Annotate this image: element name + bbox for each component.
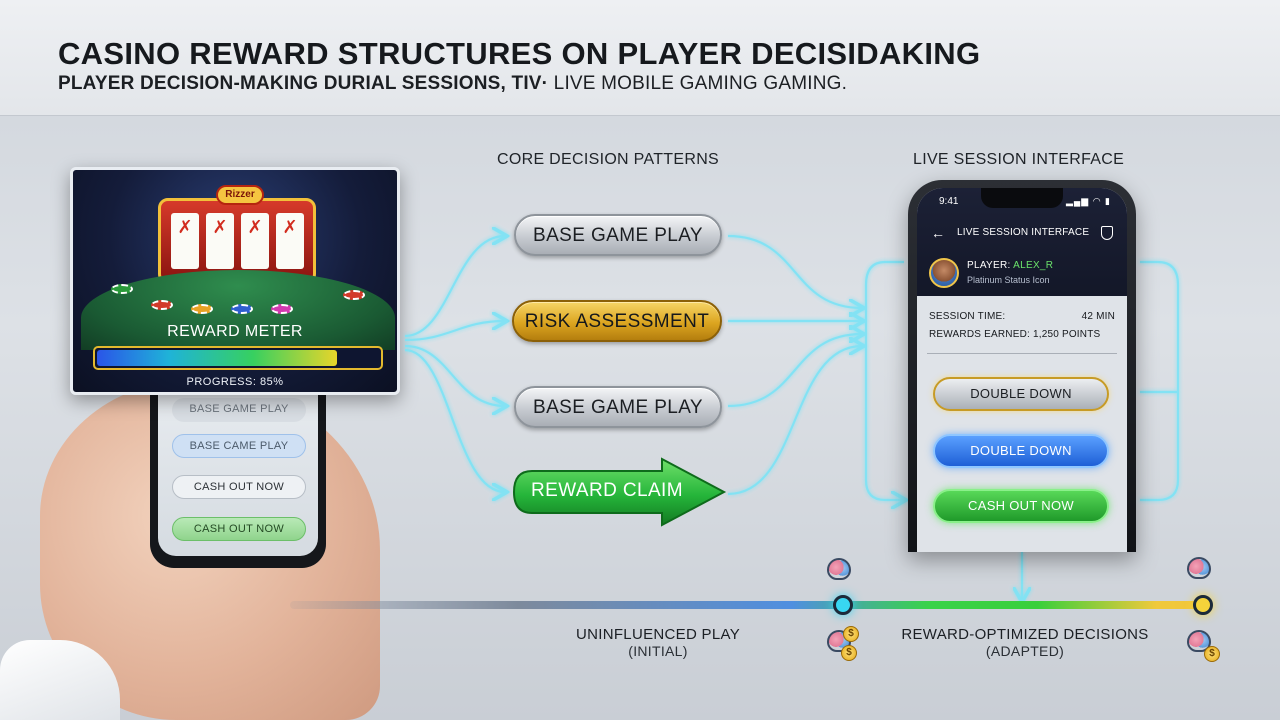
slot-machine: Rizzer ✗ ✗ ✗ ✗: [158, 185, 316, 284]
session-time-value: 42 MIN: [1081, 311, 1115, 322]
session-time-row: SESSION TIME: 42 MIN: [929, 311, 1115, 322]
connector-path: [404, 348, 505, 492]
page-subtitle: PLAYER DECISION-MAKING DURIAL SESSIONS, …: [58, 73, 847, 95]
phone-header-panel: 9:41 ▂▄▆ ◠ ▮ ← LIVE SESSION INTERFACE PL…: [917, 188, 1127, 296]
app-bar: ← LIVE SESSION INTERFACE: [917, 218, 1127, 248]
live-session-screen: 9:41 ▂▄▆ ◠ ▮ ← LIVE SESSION INTERFACE PL…: [917, 188, 1127, 552]
coin-icon: $: [1204, 646, 1220, 662]
hp-base-game-button-2[interactable]: BASE CAME PLAY: [172, 434, 306, 458]
shield-icon[interactable]: [1101, 226, 1113, 240]
casino-chip: [151, 300, 173, 310]
double-down-button-blue[interactable]: DOUBLE DOWN: [933, 434, 1109, 468]
connector-path: [727, 234, 862, 308]
hp-cash-out-button[interactable]: CASH OUT NOW: [172, 475, 306, 499]
timeline-right-label: REWARD-OPTIMIZED DECISIONS (ADAPTED): [880, 626, 1170, 659]
status-icons: ▂▄▆ ◠ ▮: [1065, 196, 1111, 206]
casino-chip: [191, 304, 213, 314]
timeline-node-adapted: [1193, 595, 1213, 615]
cash-out-button[interactable]: CASH OUT NOW: [933, 489, 1109, 523]
live-session-heading: LIVE SESSION INTERFACE: [913, 151, 1125, 168]
decision-base-game-play-2[interactable]: BASE GAME PLAY: [514, 386, 722, 428]
page-title: CASINO REWARD STRUCTURES ON PLAYER DECIS…: [58, 36, 981, 71]
decision-timeline: [290, 601, 1202, 609]
initial-label: (INITIAL): [628, 643, 688, 659]
progress-label: PROGRESS: 85%: [186, 376, 284, 388]
player-alias: ALEX_R: [1013, 260, 1054, 271]
hp-cash-out-button-2[interactable]: CASH OUT NOW: [172, 517, 306, 541]
brain-icon: [1187, 630, 1211, 652]
connector-path: [727, 334, 862, 408]
slot-reel: ✗: [276, 213, 304, 269]
stats-divider: [927, 353, 1117, 354]
rewards-earned-row: REWARDS EARNED: 1,250 POINTS: [929, 329, 1115, 340]
connector-path: [727, 346, 862, 496]
slot-logo: Rizzer: [216, 185, 264, 205]
subtitle-main: PLAYER DECISION-MAKING DURIAL SESSIONS, …: [58, 73, 549, 94]
casino-chip: [231, 304, 253, 314]
coin-icon: $: [841, 645, 857, 661]
subtitle-tail: LIVE MOBILE GAMING GAMING.: [548, 73, 848, 94]
reward-meter-fill: [97, 350, 337, 366]
slot-reel: ✗: [171, 213, 199, 269]
uninfluenced-play-label: UNINFLUENCED PLAY: [575, 626, 741, 643]
handheld-phone-screen: BASE GAME PLAY BASE CAME PLAY CASH OUT N…: [158, 388, 318, 556]
casino-chip: [271, 304, 293, 314]
app-bar-title: LIVE SESSION INTERFACE: [957, 227, 1090, 238]
back-arrow-icon[interactable]: ←: [931, 225, 946, 241]
decision-reward-claim: REWARD CLAIM: [531, 480, 683, 501]
hp-base-game-button[interactable]: BASE GAME PLAY: [172, 398, 306, 422]
connector-path: [404, 236, 505, 338]
status-time: 9:41: [939, 196, 959, 207]
player-label: PLAYER:: [967, 260, 1014, 271]
slot-reel: ✗: [206, 213, 234, 269]
header-banner: CASINO REWARD STRUCTURES ON PLAYER DECIS…: [0, 0, 1280, 116]
casino-chip: [343, 290, 365, 300]
timeline-node-initial: [833, 595, 853, 615]
avatar[interactable]: [929, 258, 959, 288]
reward-claim-arrow[interactable]: [512, 457, 727, 527]
reward-meter-title: REWARD METER: [167, 323, 303, 340]
session-time-label: SESSION TIME:: [929, 311, 1006, 322]
decisions-heading: CORE DECISION PATTERNS: [497, 151, 720, 168]
adapted-label: (ADAPTED): [985, 643, 1065, 659]
casino-chip: [111, 284, 133, 294]
reward-meter: [93, 346, 383, 370]
connector-path: [1140, 260, 1180, 502]
player-status: Platinum Status Icon: [967, 275, 1050, 285]
brain-icon: [1187, 557, 1211, 579]
decision-base-game-play[interactable]: BASE GAME PLAY: [514, 214, 722, 256]
timeline-left-label: UNINFLUENCED PLAY (INITIAL): [548, 626, 768, 659]
phone-notch: [981, 188, 1063, 208]
double-down-button[interactable]: DOUBLE DOWN: [933, 377, 1109, 411]
rewards-earned-label: REWARDS EARNED: 1,250 POINTS: [929, 329, 1101, 340]
live-session-phone: 9:41 ▂▄▆ ◠ ▮ ← LIVE SESSION INTERFACE PL…: [908, 180, 1136, 552]
coin-icon: $: [843, 626, 859, 642]
brain-icon: [827, 558, 851, 580]
slot-reel: ✗: [241, 213, 269, 269]
casino-reward-card: Rizzer ✗ ✗ ✗ ✗ REWARD METER PROGRESS: 85…: [70, 167, 400, 395]
connector-path: [404, 321, 505, 342]
reward-optimized-label: REWARD-OPTIMIZED DECISIONS: [901, 626, 1149, 643]
decision-risk-assessment[interactable]: RISK ASSESSMENT: [512, 300, 722, 342]
gaming-table: [81, 270, 395, 350]
handheld-phone: BASE GAME PLAY BASE CAME PLAY CASH OUT N…: [150, 380, 326, 568]
connector-path: [404, 344, 505, 406]
connector-path: [864, 260, 904, 500]
player-name: PLAYER: ALEX_R: [967, 260, 1053, 271]
